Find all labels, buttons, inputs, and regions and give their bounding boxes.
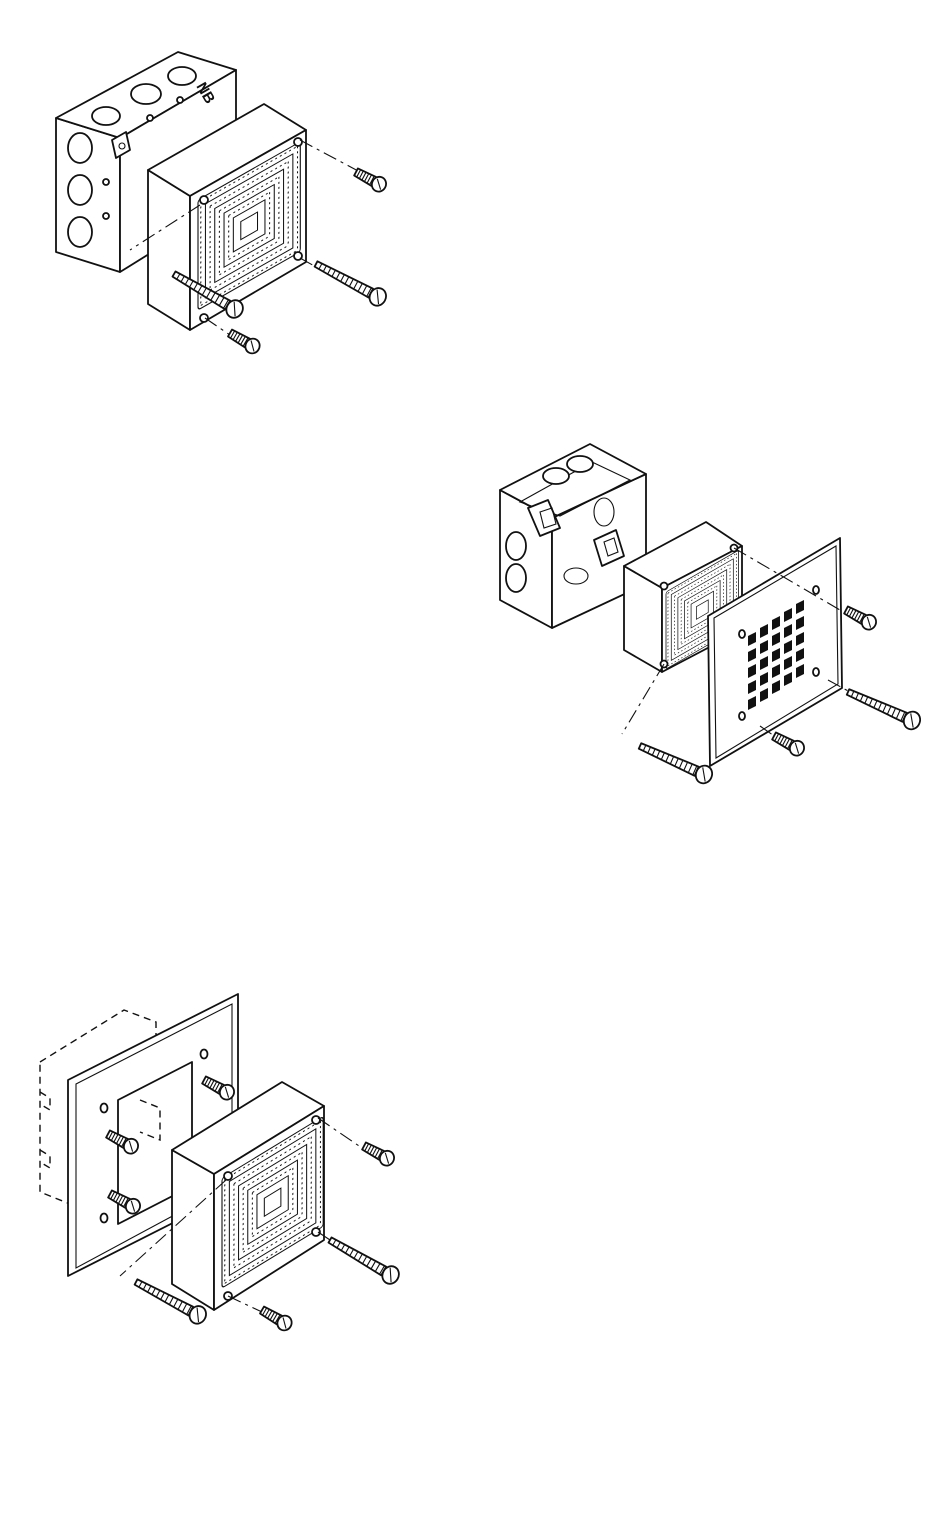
- screw-bottom: [226, 327, 262, 356]
- long-screw-right: [312, 256, 389, 309]
- long-screw-2-right: [844, 684, 923, 732]
- long-screw-2-left: [636, 738, 715, 786]
- screw-2-bottom: [770, 729, 806, 758]
- figure-3: [40, 994, 402, 1333]
- figure-1: NB: [56, 52, 389, 356]
- screw-top-right: [352, 165, 388, 194]
- figure-2: [500, 444, 923, 786]
- long-screw-3-right: [326, 1232, 403, 1287]
- screw-3-top-right: [360, 1139, 396, 1168]
- screw-2-top-right: [842, 603, 878, 632]
- screw-3-bottom: [258, 1304, 294, 1333]
